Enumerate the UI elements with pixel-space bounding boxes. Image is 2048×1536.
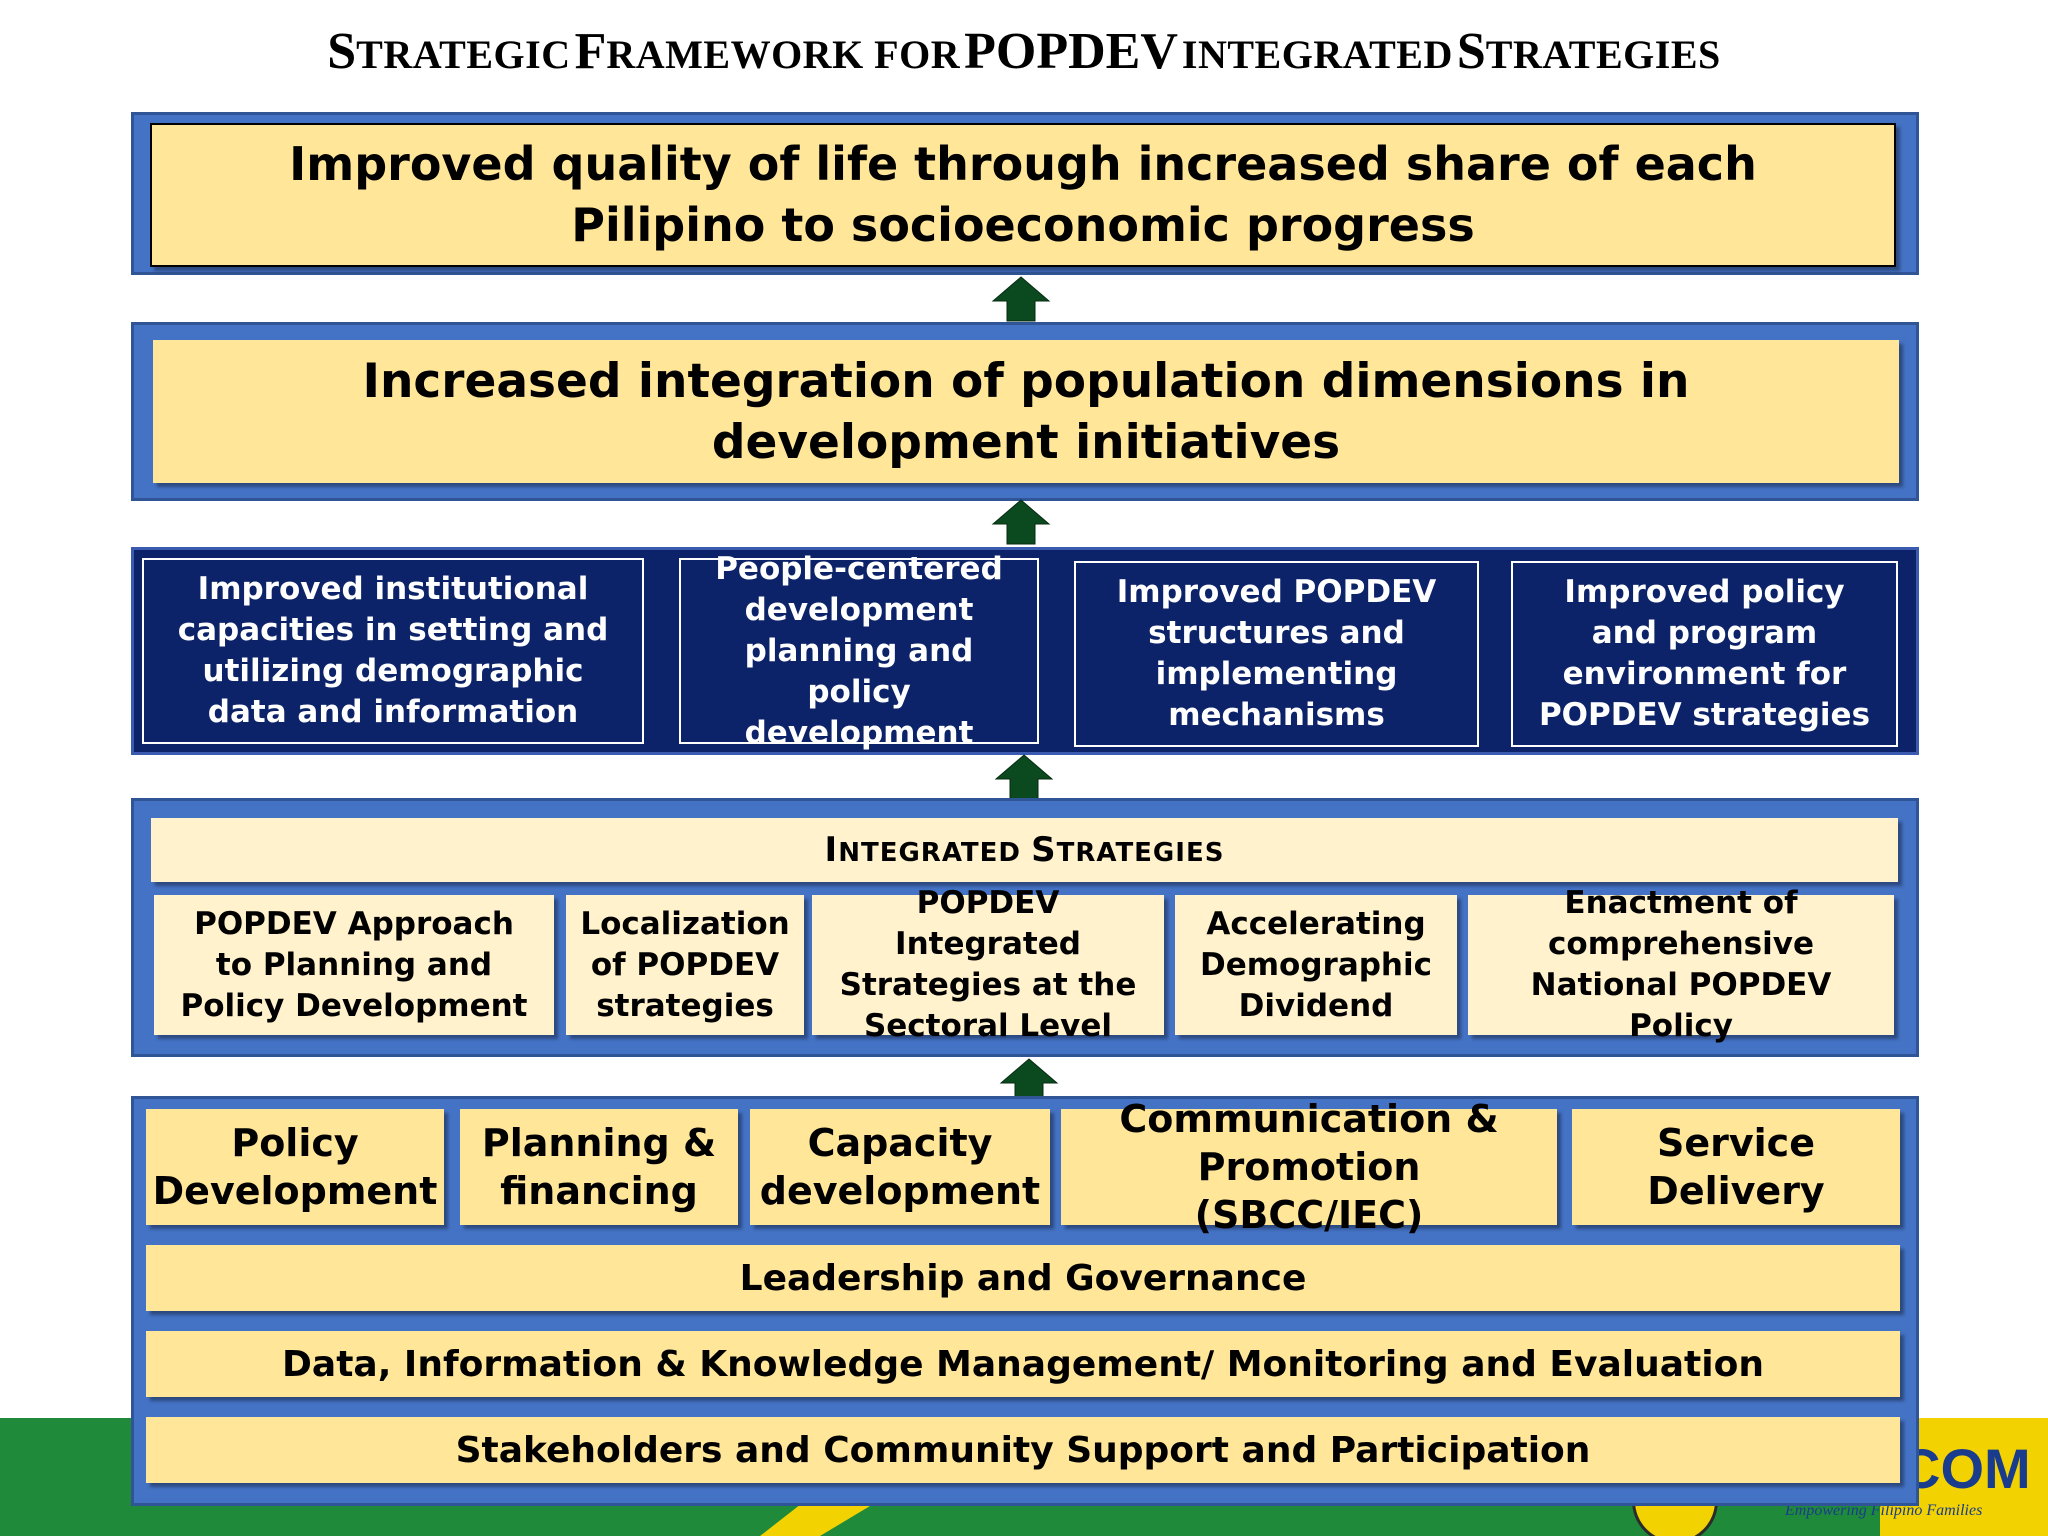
- goal-box: Improved quality of life through increas…: [150, 123, 1896, 267]
- strategies-header-text: INTEGRATED STRATEGIES: [825, 830, 1225, 870]
- header-initial: I: [824, 830, 839, 870]
- foundation-row: Leadership and Governance: [146, 1245, 1900, 1311]
- pillar-box: Policy Development: [146, 1109, 444, 1225]
- pillar-box: Planning & financing: [460, 1109, 738, 1225]
- title-word: TRATEGIC: [356, 32, 571, 77]
- purpose-box: Increased integration of population dime…: [153, 340, 1899, 483]
- strategies-header: INTEGRATED STRATEGIES: [151, 818, 1898, 882]
- goal-band: Improved quality of life through increas…: [131, 112, 1919, 275]
- outcome-box: People-centered development planning and…: [679, 551, 1039, 751]
- strategy-box: Localization of POPDEV strategies: [566, 895, 804, 1035]
- header-initial: S: [1031, 830, 1057, 870]
- title-initial: S: [1456, 23, 1486, 80]
- title-word: INTEGRATED: [1181, 32, 1453, 77]
- up-arrow-icon: [991, 499, 1051, 545]
- outcome-box: Improved POPDEV structures and implement…: [1074, 561, 1479, 747]
- title-acronym: POPDEV: [964, 23, 1178, 80]
- footer-tagline: Empowering Filipino Families: [1785, 1502, 1983, 1519]
- foundation-row: Data, Information & Knowledge Management…: [146, 1331, 1900, 1397]
- title-word: TRATEGIES: [1485, 32, 1721, 77]
- title-initial: F: [574, 23, 607, 80]
- strategy-box: Accelerating Demographic Dividend: [1175, 895, 1457, 1035]
- purpose-band: Increased integration of population dime…: [131, 322, 1919, 501]
- pillar-box: Communication & Promotion (SBCC/IEC): [1061, 1097, 1557, 1237]
- foundations-band: Policy Development Planning & financing …: [131, 1096, 1919, 1506]
- strategy-box: Enactment of comprehensive National POPD…: [1468, 885, 1894, 1044]
- footer-logo: COM: [1900, 1437, 2031, 1500]
- strategy-box: POPDEV Approach to Planning and Policy D…: [154, 895, 554, 1035]
- foundation-row: Stakeholders and Community Support and P…: [146, 1417, 1900, 1483]
- outcome-box: Improved policy and program environment …: [1511, 561, 1898, 747]
- pillar-box: Capacity development: [750, 1109, 1050, 1225]
- title-initial: S: [327, 23, 357, 80]
- pillar-box: Service Delivery: [1572, 1109, 1900, 1225]
- header-word: NTEGRATED: [838, 838, 1022, 868]
- outcome-box: Improved institutional capacities in set…: [142, 558, 644, 744]
- up-arrow-icon: [991, 276, 1051, 322]
- up-arrow-icon: [994, 754, 1054, 800]
- title-word: RAMEWORK FOR: [606, 32, 961, 77]
- strategy-box: POPDEV Integrated Strategies at the Sect…: [812, 885, 1164, 1044]
- page-title: STRATEGIC FRAMEWORK FOR POPDEV INTEGRATE…: [0, 22, 2048, 81]
- header-word: TRATEGIES: [1056, 838, 1225, 868]
- outcomes-band: Improved institutional capacities in set…: [131, 547, 1919, 755]
- strategies-band: INTEGRATED STRATEGIES POPDEV Approach to…: [131, 798, 1919, 1057]
